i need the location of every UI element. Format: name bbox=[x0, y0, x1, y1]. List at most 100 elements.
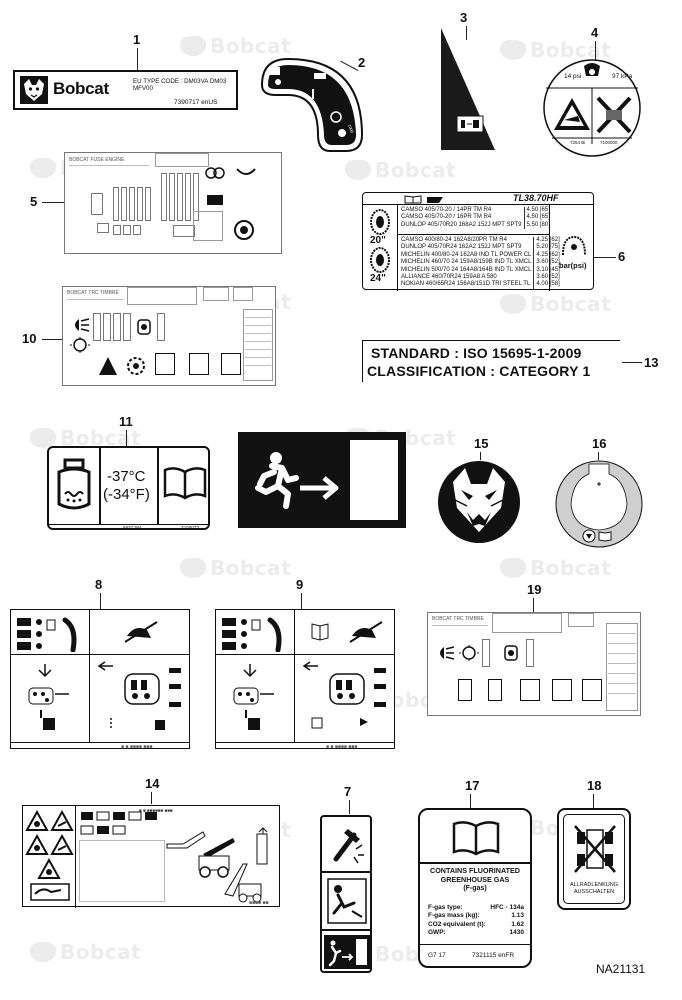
manual-book-icon bbox=[452, 821, 500, 856]
light-icon bbox=[459, 645, 479, 661]
decal-6-model: TL38.70HF bbox=[513, 193, 559, 203]
callout-18: 18 bbox=[587, 778, 602, 793]
book-icon bbox=[404, 195, 443, 204]
decal-11-temp-c: -37°C bbox=[107, 468, 146, 485]
loader-modes-icon bbox=[17, 617, 77, 652]
relay-icon bbox=[205, 167, 225, 179]
callout-15: 15 bbox=[474, 436, 489, 451]
tire-20-icon bbox=[370, 209, 390, 235]
headlight-icon bbox=[440, 646, 455, 660]
all-wheel-steering-off-icon bbox=[574, 825, 616, 873]
decal-16-cap-decal bbox=[555, 460, 643, 548]
decal-17-subtitle: (F-gas) bbox=[463, 885, 487, 892]
decal-8-joystick-operation: ■ ■ ■■■■ ■■■ bbox=[10, 609, 190, 750]
callout-4: 4 bbox=[591, 25, 599, 40]
joystick-upper-icon bbox=[302, 661, 386, 729]
decal-17-row-label: F-gas type: bbox=[428, 904, 463, 911]
decal-17-f-gas: CONTAINS FLUORINATED GREENHOUSE GAS (F-g… bbox=[418, 808, 532, 968]
emergency-exit-icon bbox=[324, 935, 370, 969]
work-light-icon bbox=[504, 645, 518, 661]
table-row: NOKIAN 460/65R24 156A8/151D TRI STEEL TL… bbox=[401, 281, 562, 289]
decal-2-switch-arc: 1000 bbox=[260, 57, 364, 152]
callout-17: 17 bbox=[465, 778, 480, 793]
hammer-glass-icon bbox=[333, 829, 364, 864]
decal-6-tire-pressure: TL38.70HF 20" 24" CAMSO 405/70-20 / 14PR… bbox=[362, 192, 594, 291]
decal-1-type-code: Bobcat EU TYPE CODE : DM03VA DM03 MFV00 … bbox=[13, 70, 238, 110]
joystick-lower-icon bbox=[28, 664, 69, 730]
callout-3: 3 bbox=[460, 10, 468, 25]
callout-1: 1 bbox=[133, 32, 141, 47]
decal-4-part-right: 7100000 bbox=[600, 140, 618, 145]
starter-icon bbox=[234, 220, 254, 240]
callout-13: 13 bbox=[644, 355, 659, 370]
decal-13-line2: CLASSIFICATION : CATEGORY 1 bbox=[367, 363, 591, 379]
watermark-text: Bobcat bbox=[210, 556, 292, 580]
telehandler-diagram bbox=[166, 827, 268, 903]
svg-text:1000: 1000 bbox=[347, 124, 355, 135]
joystick-upper-icon bbox=[97, 661, 181, 730]
light-icon bbox=[70, 337, 90, 353]
callout-19: 19 bbox=[527, 582, 542, 597]
table-row: MICHELIN 500/70 24 164A8/164B IND TL XMC… bbox=[401, 266, 562, 275]
decal-17-row-label: GWP: bbox=[428, 929, 446, 937]
decal-17-values: HFC - 134a 1.13 1.62 1430 bbox=[480, 904, 524, 938]
decal-19-switch-panel: BOBCAT TRC TIMBRE bbox=[427, 612, 641, 716]
decal-1-brand: Bobcat bbox=[53, 79, 109, 98]
callout-11: 11 bbox=[119, 414, 133, 429]
coolant-icon bbox=[57, 458, 91, 510]
gear-icon bbox=[127, 357, 145, 375]
bobcat-head-icon bbox=[20, 76, 48, 104]
decal-18-line1: ALLRADLENKUNG bbox=[570, 882, 618, 888]
manual-book-icon bbox=[163, 467, 207, 500]
decal-1-eu-type-code: EU TYPE CODE : DM03VA DM03 MFV00 bbox=[133, 78, 227, 92]
decal-18-allradlenkung: ALLRADLENKUNG AUSSCHALTEN bbox=[557, 808, 631, 910]
decal-17-title: CONTAINS FLUORINATED GREENHOUSE GAS bbox=[430, 866, 520, 884]
decal-6-size-20: 20" bbox=[370, 235, 386, 246]
callout-5: 5 bbox=[30, 194, 38, 209]
tire-24-icon bbox=[370, 247, 390, 273]
decal-17-footer-right: 7321115 enFR bbox=[472, 952, 515, 959]
loader-modes-icon bbox=[222, 617, 282, 652]
decal-15-bobcat-logo bbox=[438, 461, 520, 543]
watermark-text: Bobcat bbox=[375, 158, 457, 182]
decal-13-standard: STANDARD : ISO 15695-1-2009 CLASSIFICATI… bbox=[362, 340, 620, 382]
watermark-text: Bobcat bbox=[530, 38, 612, 62]
decal-17-labels: F-gas type: F-gas mass (kg): CO2 equival… bbox=[428, 904, 486, 938]
decal-11-temp-f: (-34°F) bbox=[103, 486, 150, 503]
decal-11-part-right: T1000T3 bbox=[181, 525, 200, 530]
figure-id: NA21131 bbox=[596, 962, 646, 976]
callout-14: 14 bbox=[145, 776, 160, 791]
decal-11-coolant-temp: -37°C (-34°F) 6937 SM T1000T3 bbox=[47, 446, 210, 530]
headlight-icon bbox=[75, 318, 90, 332]
horn-icon bbox=[207, 195, 223, 205]
work-light-icon bbox=[137, 319, 151, 335]
callout-16: 16 bbox=[592, 436, 607, 451]
warning-triangle-icon bbox=[99, 357, 117, 375]
decal-17-row-value: HFC - 134a bbox=[490, 904, 524, 911]
table-row: MICHELIN 400/80-24 162A8 IND TL POWER CL… bbox=[401, 251, 562, 260]
decal-17-row-value: 1.13 bbox=[511, 912, 524, 920]
mode-icons-row bbox=[80, 811, 157, 835]
no-operation-icon bbox=[124, 621, 158, 643]
decal-4-left-pressure: 14 psi bbox=[564, 73, 582, 80]
decal-5-fuse-panel: BOBCAT FUSE ENGINE bbox=[64, 152, 282, 254]
warning-triangles-icon bbox=[25, 810, 74, 901]
exit-window-icon bbox=[327, 878, 367, 924]
callout-10: 10 bbox=[22, 331, 37, 346]
decal-14-safety-load-chart: ■ ■ ■■■■■■ ■■■ ■■■■ ■■ bbox=[22, 805, 280, 908]
table-row: MICHELIN 460/70 24 159A8/159B IND TL XMC… bbox=[401, 259, 562, 267]
watermark-text: Bobcat bbox=[210, 34, 292, 58]
decal-17-footer-left: G7 17 bbox=[428, 952, 446, 959]
callout-7: 7 bbox=[344, 784, 352, 799]
decal-17-row-label: F-gas mass (kg): bbox=[428, 912, 480, 920]
callout-2: 2 bbox=[358, 55, 366, 70]
decal-6-unit: bar(psi) bbox=[559, 261, 587, 270]
decal-1-part-no: 7390717 enUS bbox=[174, 99, 218, 106]
decal-17-row-label: CO2 equivalent (t): bbox=[428, 920, 486, 928]
decal-18-line2: AUSSCHALTEN bbox=[573, 889, 615, 895]
